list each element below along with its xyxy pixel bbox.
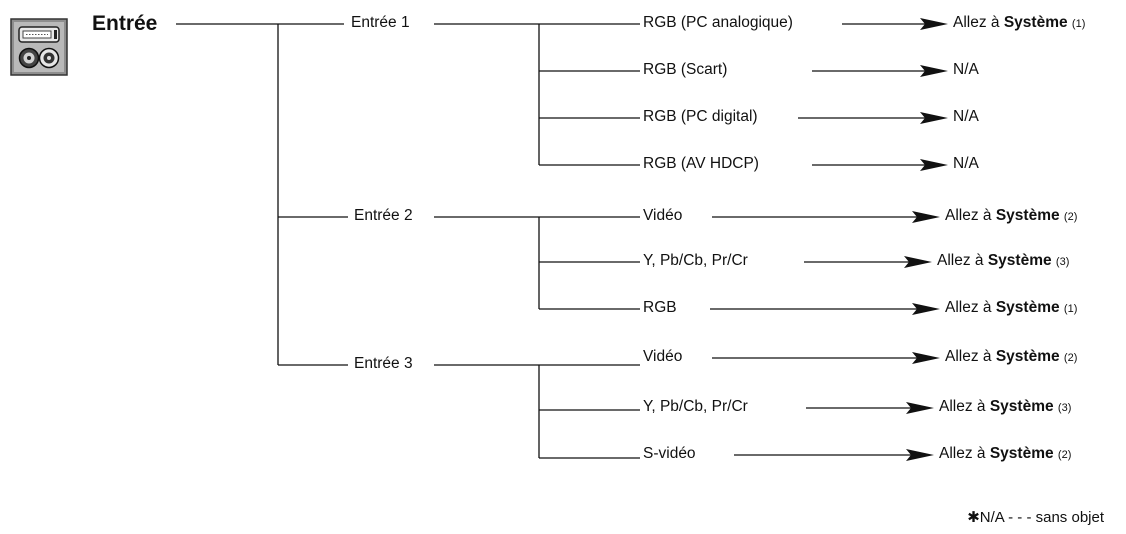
source-label: RGB (Scart) [640, 61, 731, 79]
target-number: (3) [1057, 402, 1072, 414]
arrow-head [920, 65, 948, 77]
target-system: Système [995, 299, 1060, 316]
source-label: Y, Pb/Cb, Pr/Cr [640, 252, 751, 270]
target-system: Système [987, 252, 1052, 269]
target-text: Allez à [939, 398, 986, 415]
target-number: (3) [1055, 256, 1070, 268]
arrow-head [912, 303, 940, 315]
arrow-head [912, 352, 940, 364]
source-label: RGB (PC digital) [640, 108, 761, 126]
target-text: Allez à [937, 252, 984, 269]
arrow-head [906, 449, 934, 461]
target-system: Système [989, 445, 1054, 462]
target-system: Système [1003, 14, 1068, 31]
target-number: (2) [1063, 211, 1078, 223]
target-label: N/A [950, 155, 982, 173]
input-label-1: Entrée 1 [348, 14, 413, 32]
target-system: Système [995, 348, 1060, 365]
input-label-2: Entrée 2 [351, 207, 416, 225]
source-label: Vidéo [640, 348, 686, 366]
target-number: (1) [1063, 303, 1078, 315]
arrow-head [912, 211, 940, 223]
target-label: Allez à Système (2) [936, 445, 1075, 464]
target-text: Allez à [945, 299, 992, 316]
target-label: Allez à Système (1) [950, 14, 1089, 33]
source-label: S-vidéo [640, 445, 699, 463]
target-number: (1) [1071, 18, 1086, 30]
target-text: Allez à [945, 207, 992, 224]
source-label: Vidéo [640, 207, 686, 225]
target-label: Allez à Système (3) [934, 252, 1073, 271]
footnote: ✱N/A - - - sans objet [967, 509, 1104, 526]
target-label: Allez à Système (3) [936, 398, 1075, 417]
target-text: Allez à [939, 445, 986, 462]
target-label: Allez à Système (2) [942, 348, 1081, 367]
target-number: (2) [1063, 352, 1078, 364]
arrow-head [906, 402, 934, 414]
input-label-3: Entrée 3 [351, 355, 416, 373]
target-text: Allez à [953, 14, 1000, 31]
target-number: (2) [1057, 449, 1072, 461]
source-label: RGB (PC analogique) [640, 14, 796, 32]
source-label: RGB [640, 299, 680, 317]
arrow-head [904, 256, 932, 268]
source-label: RGB (AV HDCP) [640, 155, 762, 173]
target-label: Allez à Système (1) [942, 299, 1081, 318]
target-system: Système [989, 398, 1054, 415]
target-system: Système [995, 207, 1060, 224]
arrow-head [920, 18, 948, 30]
target-label: Allez à Système (2) [942, 207, 1081, 226]
target-label: N/A [950, 61, 982, 79]
target-text: Allez à [945, 348, 992, 365]
arrow-head [920, 112, 948, 124]
page-title: Entrée [92, 12, 158, 35]
target-label: N/A [950, 108, 982, 126]
input-connector-icon [10, 18, 68, 76]
arrow-head [920, 159, 948, 171]
source-label: Y, Pb/Cb, Pr/Cr [640, 398, 751, 416]
